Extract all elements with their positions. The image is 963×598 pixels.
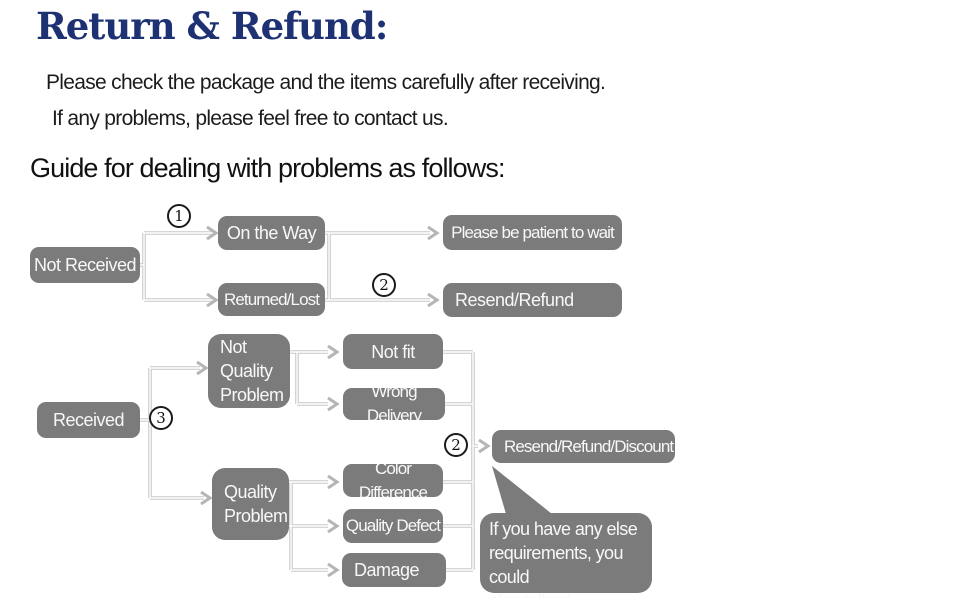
node-returned-lost: Returned/Lost [218, 283, 325, 316]
node-damage: Damage [342, 553, 446, 587]
node-quality-problem: Quality Problem [212, 468, 289, 540]
speech-bubble-tail [492, 466, 552, 514]
node-wrong-delivery: Wrong Delivery [343, 388, 445, 420]
node-on-the-way: On the Way [218, 216, 325, 250]
intro-line-1: Please check the package and the items c… [46, 71, 606, 94]
step-marker-1: 1 [167, 204, 191, 228]
page-title: Return & Refund: [36, 4, 388, 48]
node-please-be-patient: Please be patient to wait [443, 215, 622, 250]
node-not-quality-problem: Not Quality Problem [208, 334, 290, 408]
intro-line-2: If any problems, please feel free to con… [52, 107, 449, 130]
node-resend-refund-discount: Resend/Refund/Discount [492, 430, 675, 463]
speech-bubble-line: also tell us! [489, 589, 652, 598]
node-not-received: Not Received [30, 247, 140, 283]
guide-heading: Guide for dealing with problems as follo… [30, 153, 505, 183]
node-resend-refund: Resend/Refund [443, 283, 622, 317]
node-quality-defect: Quality Defect [343, 509, 443, 543]
step-marker-2-bottom: 2 [444, 433, 468, 457]
node-received: Received [37, 402, 140, 438]
speech-bubble-line: requirements, you could [489, 543, 623, 587]
node-color-difference: Color Difference [343, 464, 443, 497]
speech-bubble: If you have any else requirements, you c… [480, 513, 652, 598]
speech-bubble-line: If you have any else [489, 519, 638, 539]
step-marker-2-top: 2 [372, 273, 396, 297]
node-not-fit: Not fit [343, 334, 443, 369]
step-marker-3: 3 [149, 406, 173, 430]
